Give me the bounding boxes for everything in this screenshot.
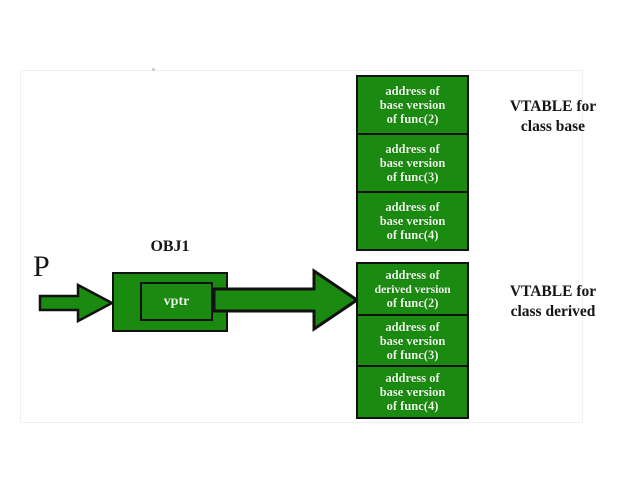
vtable-derived-entry-2: address of base version of func(4) [358, 367, 467, 417]
vtable-derived-entry-0: address of derived version of func(2) [358, 264, 467, 316]
caption-line1: VTABLE for [509, 98, 597, 115]
entry-line3: of func(3) [386, 170, 439, 184]
entry-line2: base version [379, 156, 446, 170]
caption-line2: class base [520, 118, 586, 135]
entry-line3: of func(2) [386, 295, 439, 310]
entry-line1: address of [385, 319, 440, 334]
entry-line2: base version [379, 98, 446, 112]
vtable-derived-entry-1: address of base version of func(3) [358, 316, 467, 368]
arrow-vptr-to-vtable [212, 268, 360, 332]
entry-line3: of func(4) [386, 399, 439, 414]
entry-line3: of func(3) [386, 347, 439, 362]
entry-line1: address of [385, 84, 440, 98]
vptr-label: vptr [163, 293, 190, 309]
caption-line1: VTABLE for [509, 283, 597, 300]
vptr-box: vptr [140, 282, 213, 321]
entry-line2: derived version [374, 281, 451, 296]
artifact-dot [152, 68, 155, 71]
vtable-derived-caption: VTABLE for class derived [478, 282, 628, 322]
vtable-base-entry-2: address of base version of func(4) [358, 193, 467, 249]
entry-line2: base version [379, 385, 446, 400]
vtable-derived: address of derived version of func(2) ad… [356, 262, 469, 419]
entry-line3: of func(2) [386, 112, 439, 126]
pointer-label-p: P [33, 250, 50, 283]
vtable-base: address of base version of func(2) addre… [356, 75, 469, 251]
entry-line1: address of [385, 371, 440, 386]
entry-line1: address of [385, 200, 440, 214]
figure-frame [20, 70, 583, 423]
vtable-base-entry-1: address of base version of func(3) [358, 135, 467, 193]
arrow-p-to-obj1 [38, 282, 115, 324]
obj1-label: OBJ1 [150, 238, 190, 255]
entry-line2: base version [379, 333, 446, 348]
entry-line2: base version [379, 214, 446, 228]
vtable-base-entry-0: address of base version of func(2) [358, 77, 467, 135]
entry-line1: address of [385, 142, 440, 156]
entry-line1: address of [385, 267, 440, 282]
vtable-base-caption: VTABLE for class base [478, 97, 628, 137]
entry-line3: of func(4) [386, 228, 439, 242]
caption-line2: class derived [510, 303, 596, 320]
